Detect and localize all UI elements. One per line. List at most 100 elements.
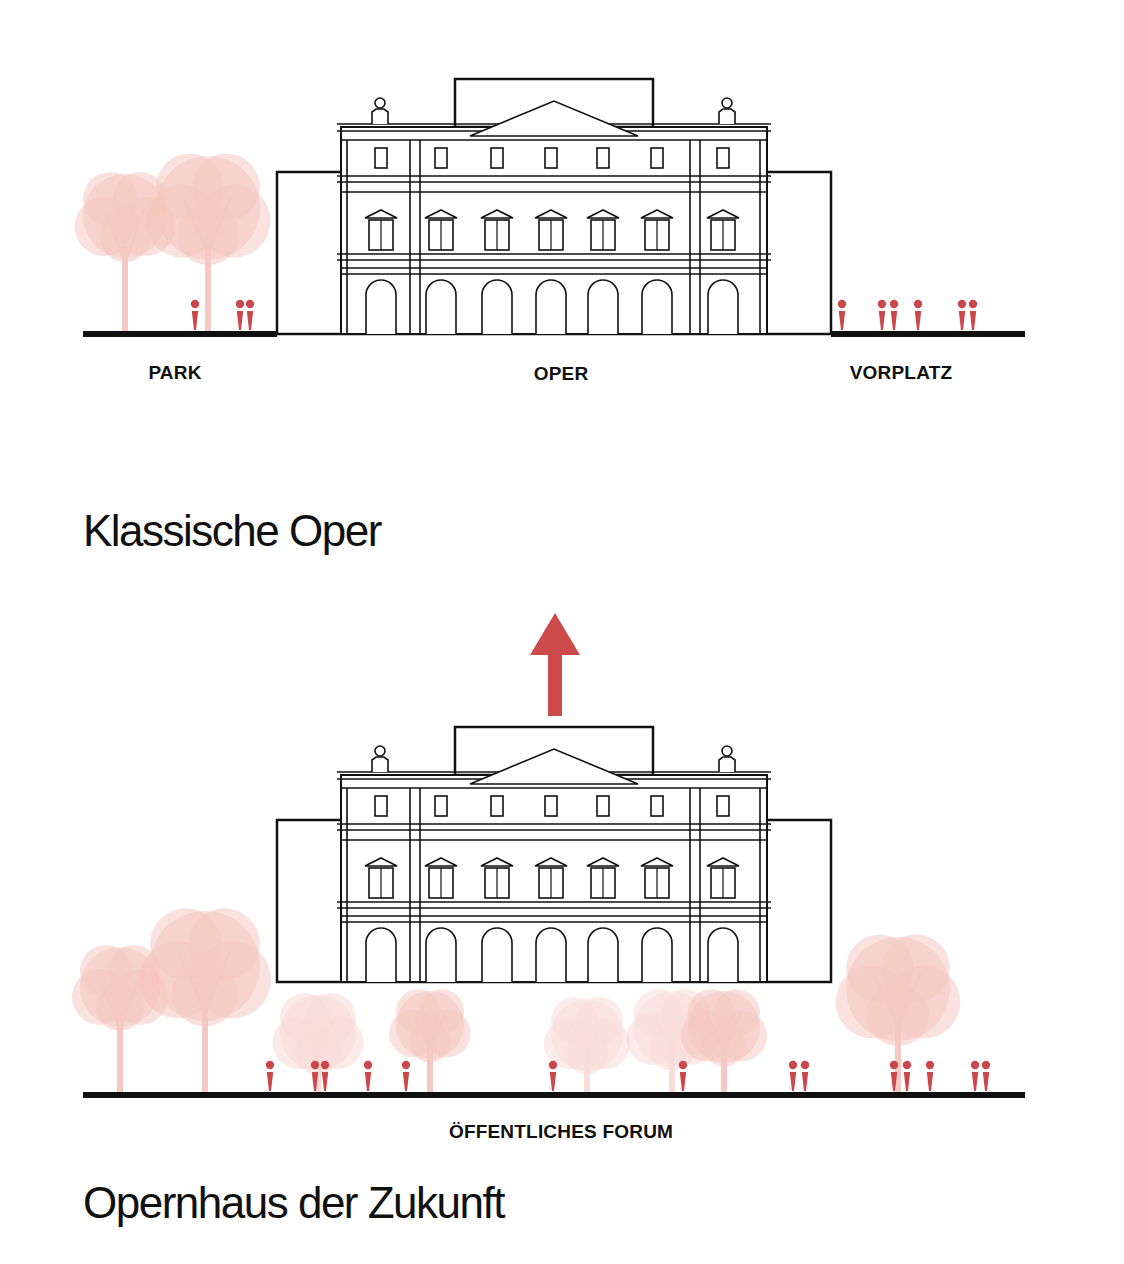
person	[890, 300, 898, 330]
person	[890, 1061, 898, 1091]
drawing-part	[641, 858, 673, 866]
drawing-part	[550, 1072, 556, 1091]
drawing-part	[172, 961, 238, 1027]
drawing-part	[402, 1061, 410, 1069]
drawing-part	[425, 858, 457, 866]
drawing-part	[337, 823, 771, 825]
drawing-part	[801, 1061, 809, 1069]
drawing-part	[322, 1072, 328, 1091]
drawing-part	[651, 148, 663, 168]
drawing-part	[410, 1022, 451, 1063]
person	[236, 300, 244, 330]
tree	[681, 989, 767, 1095]
drawing-part	[903, 1061, 911, 1069]
drawing-part	[375, 98, 385, 108]
drawing-part	[722, 868, 723, 898]
drawing-part	[587, 210, 619, 218]
drawing-part	[321, 1061, 329, 1069]
drawing-part	[708, 280, 738, 334]
person	[878, 300, 886, 330]
drawing-part	[597, 796, 609, 816]
drawing-part	[867, 984, 929, 1046]
drawing-part	[602, 220, 603, 250]
drawing-part	[680, 1072, 686, 1091]
drawing-part	[419, 140, 421, 334]
opera-building	[277, 727, 831, 982]
drawing-part	[641, 210, 673, 218]
drawing-part	[890, 1061, 898, 1069]
drawing-part	[337, 829, 771, 831]
drawing-part	[878, 300, 886, 308]
drawing-part	[535, 210, 567, 218]
ground-line	[831, 331, 1025, 337]
drawing-part	[470, 749, 638, 784]
drawing-part	[642, 280, 672, 334]
drawing-part	[369, 220, 393, 250]
opera-building	[277, 79, 831, 334]
drawing-part	[346, 140, 348, 334]
drawing-part	[96, 983, 144, 1031]
person	[311, 1061, 319, 1091]
drawing-part	[481, 210, 513, 218]
drawing-part	[425, 210, 457, 218]
drawing-part	[247, 311, 253, 330]
drawing-part	[246, 300, 254, 308]
person	[914, 300, 922, 330]
drawing-part	[711, 220, 735, 250]
drawing-part	[440, 868, 441, 898]
drawing-part	[337, 175, 771, 177]
drawing-part	[496, 868, 497, 898]
drawing-part	[759, 788, 761, 982]
drawing-part	[802, 1072, 808, 1091]
drawing-part	[295, 1029, 341, 1075]
person	[982, 1061, 990, 1091]
drawing-part	[536, 280, 566, 334]
drawing-part	[891, 1072, 897, 1091]
drawing-part	[380, 868, 381, 898]
person	[549, 1061, 557, 1091]
drawing-part	[419, 788, 421, 982]
drawing-part	[587, 858, 619, 866]
drawing-part	[366, 280, 396, 334]
drawing-part	[969, 300, 977, 308]
drawing-part	[708, 928, 738, 982]
drawing-part	[656, 868, 657, 898]
person	[903, 1061, 911, 1091]
drawing-part	[341, 787, 767, 789]
drawing-part	[539, 220, 563, 250]
drawing-part	[927, 1072, 933, 1091]
drawing-part	[890, 300, 898, 308]
tree	[272, 993, 363, 1095]
drawing-part	[426, 280, 456, 334]
drawing-part	[722, 98, 732, 108]
person	[801, 1061, 809, 1091]
drawing-part	[341, 191, 767, 193]
drawing-part	[970, 311, 976, 330]
drawing-part	[645, 220, 669, 250]
drawing-part	[341, 915, 767, 917]
drawing-part	[365, 858, 397, 866]
ground-line	[83, 331, 277, 337]
tree	[544, 997, 630, 1095]
drawing-part	[337, 259, 771, 261]
person	[838, 300, 846, 330]
person	[364, 1061, 372, 1091]
drawing-part	[926, 1061, 934, 1069]
drawing-part	[545, 796, 557, 816]
drawing-part	[651, 796, 663, 816]
drawing-part	[372, 109, 388, 124]
drawing-part	[337, 253, 771, 255]
zone-label: ÖFFENTLICHES FORUM	[449, 1121, 673, 1143]
person	[969, 300, 977, 330]
drawing-part	[719, 757, 735, 772]
drawing-part	[403, 1072, 409, 1091]
drawing-part	[699, 140, 701, 334]
drawing-part	[591, 220, 615, 250]
drawing-part	[891, 311, 897, 330]
drawing-part	[429, 868, 453, 898]
tree	[389, 989, 471, 1095]
future-scene	[72, 908, 1025, 1095]
drawing-part	[545, 148, 557, 168]
drawing-part	[426, 928, 456, 982]
drawing-part	[312, 1072, 318, 1091]
